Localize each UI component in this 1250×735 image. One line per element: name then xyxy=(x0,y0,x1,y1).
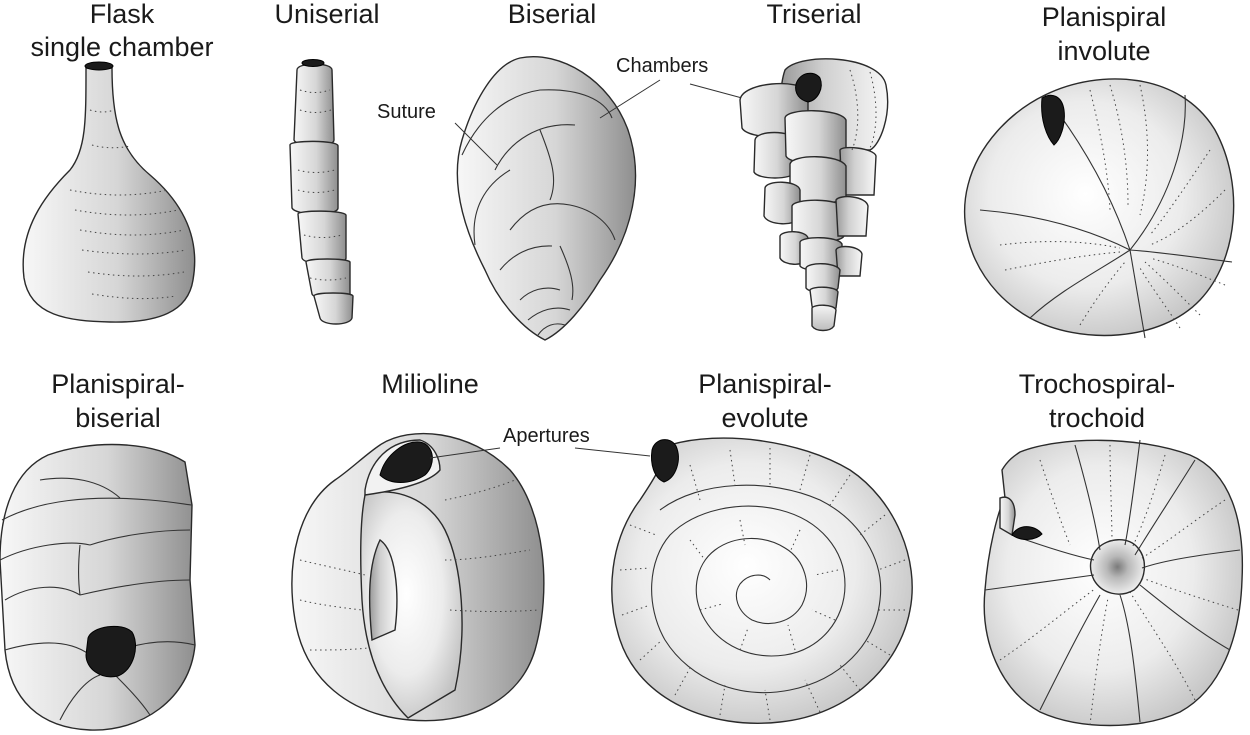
apertures-annotation: Apertures xyxy=(503,425,590,447)
type-title-flask: Flask single chamber xyxy=(30,0,213,62)
flask-aperture xyxy=(84,61,114,71)
type-title-planispiral-evolute: Planispiral- evolute xyxy=(698,369,832,433)
type-title-planispiral-involute: Planispiral involute xyxy=(1042,2,1167,66)
uniserial-shell xyxy=(289,59,354,325)
uniserial-aperture xyxy=(301,59,325,67)
biserial-title: Biserial xyxy=(508,0,597,29)
chambers-annotation: Chambers xyxy=(616,55,708,77)
planispiral-evolute-aperture xyxy=(651,439,679,483)
triserial-aperture xyxy=(795,72,822,103)
trochospiral-trochoid-aperture xyxy=(1011,526,1043,540)
planispiral-biserial-shell xyxy=(0,443,196,731)
milioline-shell xyxy=(291,432,545,722)
triserial-shell xyxy=(739,58,889,332)
planispiral-involute-shell xyxy=(964,78,1235,339)
chambers-leader-line-left xyxy=(599,79,661,119)
planispiral-evolute-title-line-2: evolute xyxy=(721,403,808,433)
planispiral-biserial-aperture xyxy=(85,625,136,678)
triserial-title: Triserial xyxy=(766,0,861,29)
apertures-leader-line-left xyxy=(429,447,501,459)
apertures-leader-line-right xyxy=(574,447,651,457)
flask-title-line-2: single chamber xyxy=(30,32,213,62)
type-title-planispiral-biserial: Planispiral- biserial xyxy=(51,369,185,433)
milioline-title: Milioline xyxy=(381,369,479,399)
flask-shell xyxy=(22,61,196,323)
trochospiral-trochoid-title-line-2: trochoid xyxy=(1049,403,1145,433)
biserial-shell xyxy=(456,56,637,341)
planispiral-evolute-title-line-1: Planispiral- xyxy=(698,369,832,399)
suture-annotation: Suture xyxy=(377,101,436,123)
planispiral-involute-title-line-2: involute xyxy=(1057,36,1150,66)
planispiral-biserial-title-line-1: Planispiral- xyxy=(51,369,185,399)
planispiral-evolute-shell xyxy=(611,437,913,724)
planispiral-biserial-title-line-2: biserial xyxy=(75,403,161,433)
planispiral-involute-aperture xyxy=(1041,94,1065,146)
trochospiral-trochoid-title-line-1: Trochospiral- xyxy=(1019,369,1176,399)
uniserial-title: Uniserial xyxy=(274,0,379,29)
trochospiral-trochoid-shell xyxy=(983,439,1244,727)
suture-leader-line xyxy=(454,122,498,166)
planispiral-involute-title-line-1: Planispiral xyxy=(1042,2,1167,32)
type-title-trochospiral-trochoid: Trochospiral- trochoid xyxy=(1019,369,1176,433)
milioline-aperture xyxy=(379,441,433,483)
chambers-leader-line-right xyxy=(689,83,743,99)
flask-title-line-1: Flask xyxy=(90,0,155,29)
